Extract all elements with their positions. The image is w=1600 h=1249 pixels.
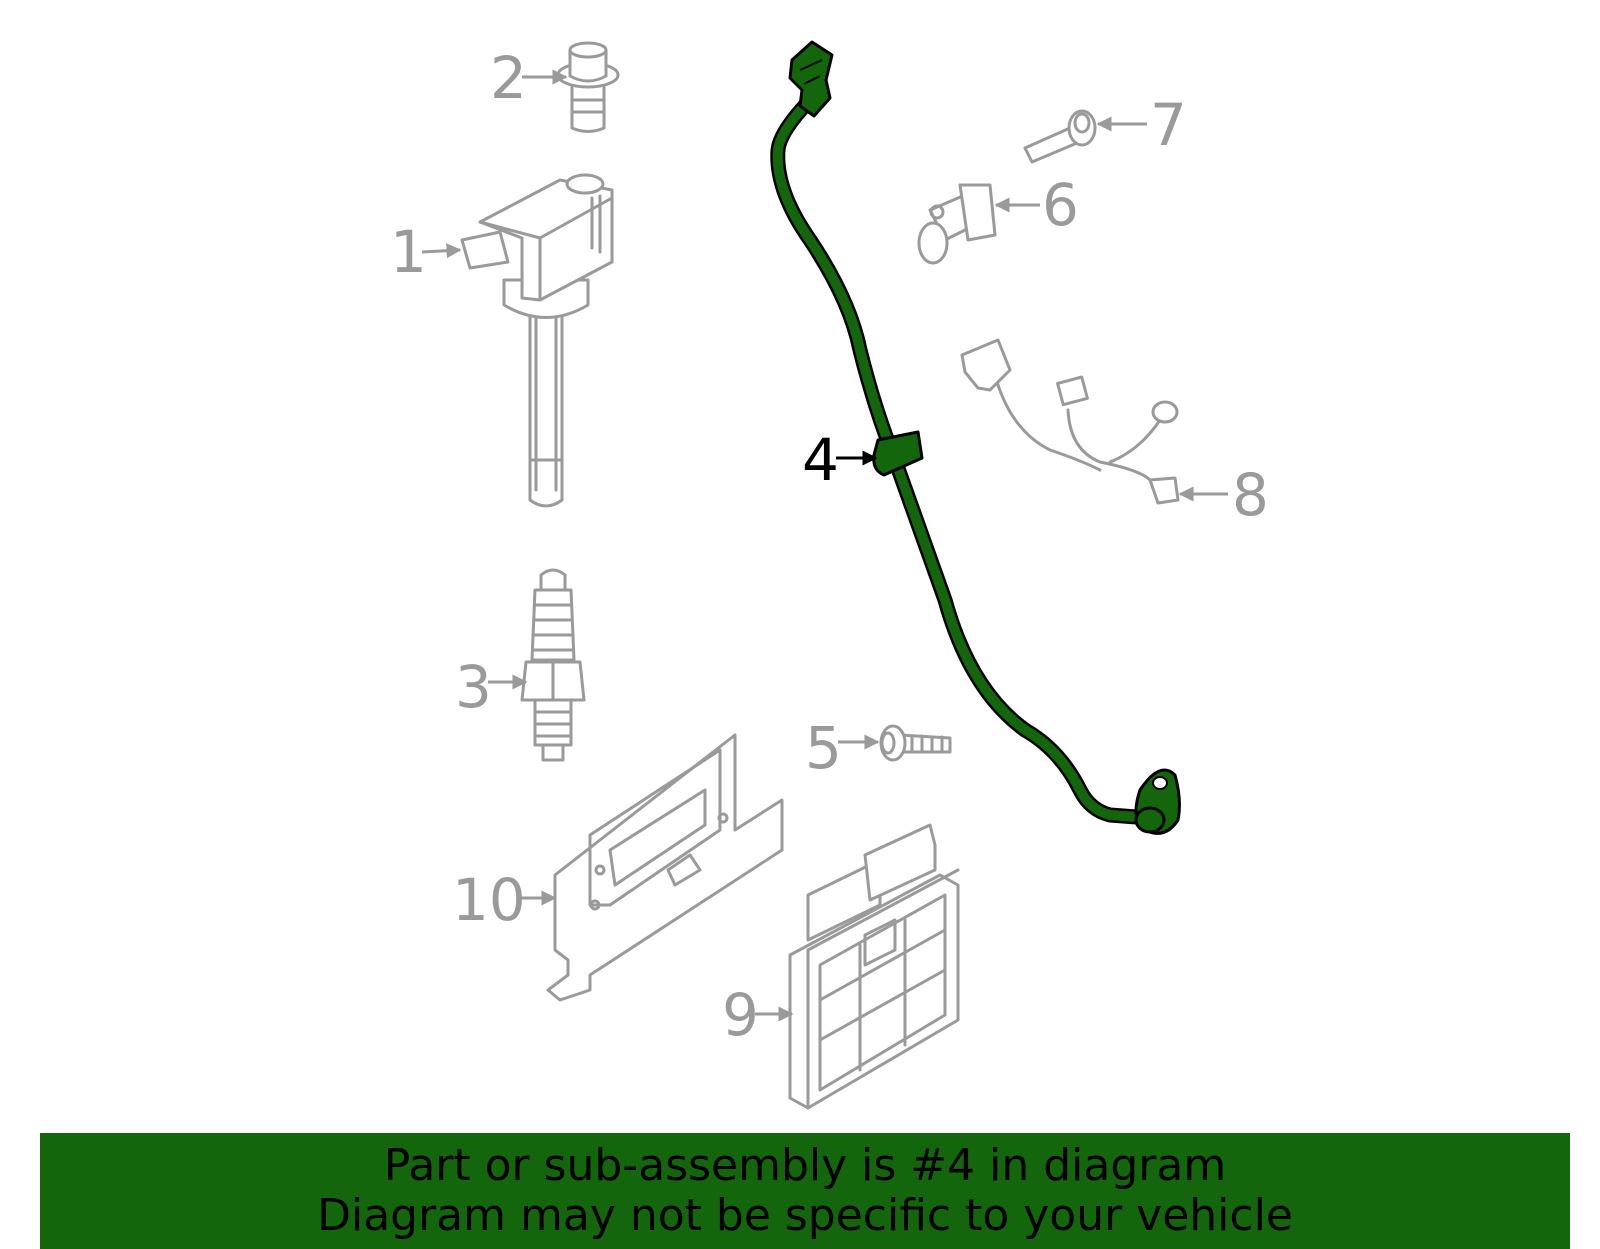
svg-text:7: 7 [1150, 91, 1187, 159]
svg-text:10: 10 [452, 866, 526, 934]
callout-4: 4 [802, 426, 878, 494]
part-2-bolt[interactable] [556, 41, 620, 133]
part-5-bolt[interactable] [879, 724, 952, 762]
part-7-bolt[interactable] [1023, 109, 1097, 164]
part-6-sensor[interactable] [917, 183, 997, 265]
part-8-harness[interactable] [960, 338, 1180, 505]
svg-text:2: 2 [490, 44, 527, 112]
callout-6: 6 [994, 171, 1079, 239]
part-10-bracket[interactable] [546, 733, 784, 1002]
callout-10: 10 [452, 866, 557, 934]
part-9-ecu[interactable] [788, 823, 960, 1110]
callout-5: 5 [805, 714, 880, 782]
svg-text:5: 5 [805, 714, 842, 782]
svg-text:9: 9 [722, 981, 759, 1049]
callout-9: 9 [722, 981, 794, 1049]
banner-line-2: Diagram may not be specific to your vehi… [317, 1190, 1293, 1241]
callout-8: 8 [1178, 461, 1269, 529]
callout-1: 1 [390, 218, 462, 286]
info-banner: Part or sub-assembly is #4 in diagram Di… [40, 1133, 1570, 1249]
part-1-ignition-coil[interactable] [460, 173, 614, 508]
svg-text:8: 8 [1232, 461, 1269, 529]
callout-3: 3 [455, 653, 528, 721]
svg-text:4: 4 [802, 426, 839, 494]
callout-2: 2 [490, 44, 568, 112]
part-3-spark-plug[interactable] [520, 568, 586, 762]
svg-text:3: 3 [455, 653, 492, 721]
callout-7: 7 [1096, 91, 1187, 159]
svg-text:1: 1 [390, 218, 427, 286]
banner-line-1: Part or sub-assembly is #4 in diagram [383, 1140, 1227, 1191]
svg-text:6: 6 [1042, 171, 1079, 239]
